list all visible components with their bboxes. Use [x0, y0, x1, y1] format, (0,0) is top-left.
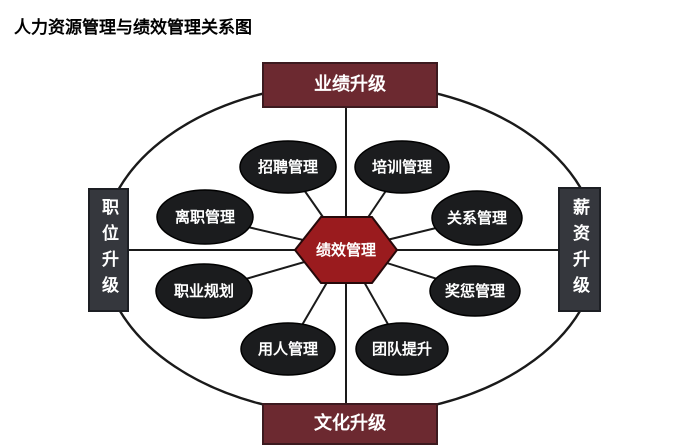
module-label-resignation: 离职管理 [174, 208, 235, 226]
outcome-box-top [262, 62, 438, 108]
outcome-label-right: 薪资升级 [559, 188, 600, 311]
hub-label: 绩效管理 [315, 241, 376, 259]
module-ellipse-training [354, 140, 450, 194]
hub-hexagon [293, 216, 399, 284]
module-label-recruitment: 招聘管理 [257, 158, 318, 176]
outcome-label-right-text: 薪资升级 [569, 197, 589, 302]
outcome-label-top: 业绩升级 [314, 74, 386, 95]
module-label-relations: 关系管理 [446, 209, 507, 227]
module-label-team-improvement: 团队提升 [371, 340, 432, 358]
module-ellipse-staffing [240, 322, 336, 376]
module-ellipse-recruitment [239, 140, 337, 194]
outcome-box-right [558, 187, 601, 312]
outcome-label-bottom: 文化升级 [314, 413, 386, 434]
module-label-reward-punishment: 奖惩管理 [444, 282, 505, 300]
module-label-training: 培训管理 [371, 158, 432, 176]
outcome-label-left: 职位升级 [89, 189, 128, 311]
module-ellipse-resignation [156, 189, 254, 245]
module-ellipse-reward-punishment [429, 265, 521, 317]
module-ellipse-career-planning [155, 263, 253, 319]
outcome-label-left-text: 职位升级 [98, 198, 118, 302]
module-label-career-planning: 职业规划 [173, 282, 234, 300]
module-label-staffing: 用人管理 [257, 340, 318, 358]
outcome-box-left [88, 188, 129, 312]
module-ellipse-team-improvement [355, 322, 449, 376]
page-title: 人力资源管理与绩效管理关系图 [14, 18, 252, 38]
outcome-box-bottom [262, 403, 438, 445]
module-ellipse-relations [431, 190, 523, 246]
